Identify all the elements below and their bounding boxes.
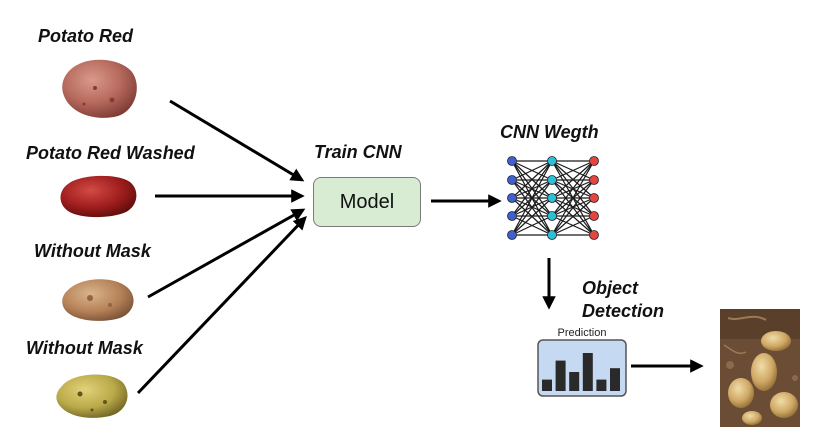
model-box-label: Model (339, 190, 395, 213)
arrow-input4-to-model (136, 216, 307, 395)
network-edge (511, 160, 553, 217)
network-edge (511, 179, 553, 236)
prediction-bar (582, 353, 593, 391)
network-node (547, 156, 557, 166)
network-edge (551, 160, 595, 181)
network-edge (551, 197, 595, 236)
network-node (547, 211, 557, 221)
network-node (547, 193, 557, 203)
arrow-input3-to-model (147, 208, 306, 299)
network-node (589, 175, 599, 185)
network-edge (511, 197, 553, 236)
network-edge (511, 160, 553, 199)
prediction-title: Prediction (557, 327, 607, 339)
prediction-bar (610, 368, 620, 391)
train-cnn-title: Train CNN (314, 142, 402, 162)
input-label-potato-red-washed: Potato Red Washed (26, 143, 195, 163)
network-edge (551, 215, 595, 236)
prediction-bar (596, 379, 607, 391)
network-node (507, 175, 517, 185)
cnn-network-graphic (507, 156, 599, 240)
potato-without-mask-1-image (62, 279, 134, 321)
network-node (589, 230, 599, 240)
network-node (507, 193, 517, 203)
network-edge (551, 160, 595, 217)
input-label-without-mask-2: Without Mask (26, 338, 143, 358)
network-node (507, 156, 517, 166)
prediction-panel (537, 339, 627, 397)
input-label-without-mask-1: Without Mask (34, 241, 151, 261)
detected-potatoes-image (720, 309, 800, 427)
network-edge (551, 160, 595, 236)
network-node (547, 175, 557, 185)
network-node (589, 156, 599, 166)
network-edge (551, 179, 595, 236)
network-edge (511, 160, 553, 181)
prediction-bar (569, 372, 580, 391)
potato-red-washed-image (60, 175, 137, 218)
arrow-input1-to-model (169, 99, 305, 182)
network-edge (551, 160, 595, 199)
prediction-bar (555, 360, 566, 391)
potato-without-mask-2-image (56, 374, 128, 418)
network-edge (511, 215, 553, 236)
prediction-bar (542, 379, 552, 391)
network-node (547, 230, 557, 240)
potato-red-image (62, 59, 137, 118)
network-node (507, 211, 517, 221)
network-node (589, 193, 599, 203)
network-edge (511, 160, 553, 236)
input-label-potato-red: Potato Red (38, 26, 134, 46)
network-node (507, 230, 517, 240)
object-detection-title-line1: Object (582, 278, 639, 298)
model-box: Model (313, 177, 421, 227)
prediction-bars (542, 353, 620, 391)
cnn-weights-title: CNN Wegth (500, 122, 599, 142)
object-detection-title-line2: Detection (582, 301, 665, 321)
network-node (589, 211, 599, 221)
